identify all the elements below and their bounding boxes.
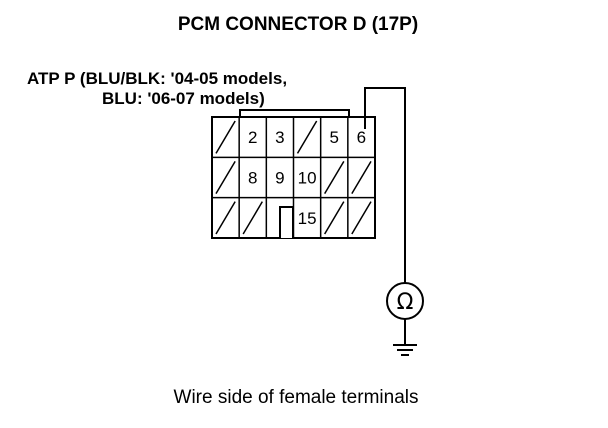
connector-notch	[279, 206, 294, 238]
ohm-symbol: Ω	[397, 290, 414, 315]
terminal-5-label: 5	[330, 128, 339, 147]
diagram-title: PCM CONNECTOR D (17P)	[178, 14, 418, 35]
unused-cavity	[351, 201, 372, 235]
unused-cavity	[324, 160, 345, 195]
unused-cavity	[215, 160, 236, 195]
ohmmeter-icon: Ω	[386, 282, 424, 320]
ground-icon	[393, 344, 417, 356]
wire-label-line1: ATP P (BLU/BLK: '04-05 models,	[27, 69, 287, 88]
terminal-8-label: 8	[248, 169, 257, 188]
diagram-caption: Wire side of female terminals	[174, 387, 419, 408]
unused-cavity	[242, 201, 263, 235]
wire-label-line2: BLU: '06-07 models)	[102, 89, 265, 108]
probe-wire	[364, 87, 406, 283]
unused-cavity	[215, 201, 236, 235]
terminal-10-label: 10	[298, 169, 317, 188]
unused-cavity	[324, 201, 345, 235]
terminal-grid	[212, 117, 375, 238]
terminal-3-label: 3	[275, 128, 284, 147]
unused-cavity	[215, 120, 236, 154]
unused-cavity	[351, 160, 372, 195]
terminal-6-label: 6	[357, 128, 366, 147]
unused-cavity	[296, 120, 318, 154]
connector-top-tab	[239, 109, 350, 117]
terminal-15-label: 15	[298, 209, 317, 228]
terminal-9-label: 9	[275, 169, 284, 188]
terminal-2-label: 2	[248, 128, 257, 147]
